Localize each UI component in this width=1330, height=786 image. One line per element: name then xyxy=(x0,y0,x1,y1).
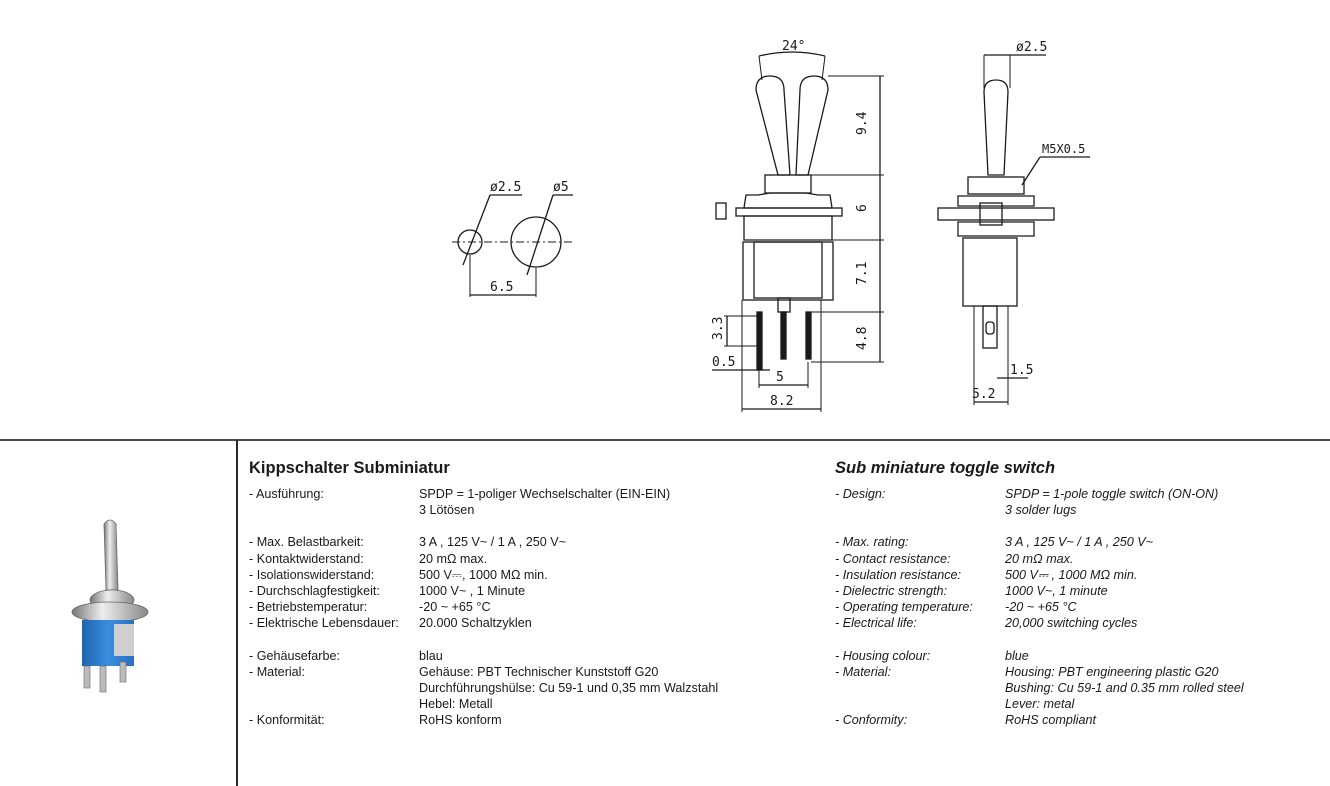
spec-value: SPDP = 1-pole toggle switch (ON-ON) 3 so… xyxy=(1005,487,1219,518)
section-divider-horizontal xyxy=(0,439,1330,441)
svg-text:ø2.5: ø2.5 xyxy=(490,180,521,195)
spec-group: - Gehäusefarbe:blau - Material: Gehäuse:… xyxy=(249,648,718,729)
spec-row-operating-temperature: - Operating temperature:-20 ~ +65 °C xyxy=(835,600,1077,615)
spec-group: - Design: SPDP = 1-pole toggle switch (O… xyxy=(835,486,1244,518)
spec-row-housing-colour: - Gehäusefarbe:blau xyxy=(249,648,443,663)
hole-pattern-diagram: ø2.5 ø5 6.5 xyxy=(452,180,573,297)
spec-row-conformity: - Konformität:RoHS konform xyxy=(249,713,502,728)
svg-text:ø2.5: ø2.5 xyxy=(1016,40,1047,55)
spec-column-english: Sub miniature toggle switch - Design: SP… xyxy=(835,458,1244,729)
product-title-english: Sub miniature toggle switch xyxy=(835,459,1056,477)
spec-row-contact-resistance: - Contact resistance:20 mΩ max. xyxy=(835,551,1074,566)
technical-drawing: ø2.5 ø5 6.5 24° xyxy=(452,39,1090,412)
svg-text:5: 5 xyxy=(776,370,784,385)
svg-text:1.5: 1.5 xyxy=(1010,363,1033,378)
front-view-diagram: 24° 9.4 6 7.1 xyxy=(711,39,884,412)
svg-text:M5X0.5: M5X0.5 xyxy=(1042,142,1085,156)
svg-text:0.5: 0.5 xyxy=(712,355,735,370)
product-title-german: Kippschalter Subminiatur xyxy=(249,459,450,477)
svg-text:4.8: 4.8 xyxy=(855,327,870,350)
spec-row-dielectric-strength: - Dielectric strength:1000 V~, 1 minute xyxy=(835,584,1108,599)
spec-row-electrical-life: - Elektrische Lebensdauer:20.000 Schaltz… xyxy=(249,616,532,631)
spec-row-material: - Material: Housing: PBT engineering pla… xyxy=(835,664,1244,712)
product-photo xyxy=(62,512,152,708)
svg-text:ø5: ø5 xyxy=(553,180,569,195)
svg-text:3.3: 3.3 xyxy=(711,317,726,340)
svg-text:24°: 24° xyxy=(782,39,805,54)
svg-text:5.2: 5.2 xyxy=(972,387,995,402)
spec-group: - Ausführung: SPDP = 1-poliger Wechselsc… xyxy=(249,486,718,518)
spec-row-contact-resistance: - Kontaktwiderstand:20 mΩ max. xyxy=(249,551,488,566)
svg-text:7.1: 7.1 xyxy=(855,262,870,285)
svg-text:6: 6 xyxy=(855,204,870,212)
spec-row-conformity: - Conformity:RoHS compliant xyxy=(835,713,1096,728)
side-view-diagram: ø2.5 M5X0.5 5.2 1.5 xyxy=(937,40,1090,405)
spec-label: - Design: xyxy=(835,487,886,501)
spec-row-operating-temperature: - Betriebstemperatur:-20 ~ +65 °C xyxy=(249,600,491,615)
spec-value: SPDP = 1-poliger Wechselschalter (EIN-EI… xyxy=(419,487,671,518)
spec-row-max-rating: - Max. rating:3 A , 125 V~ / 1 A , 250 V… xyxy=(835,535,1153,550)
svg-text:9.4: 9.4 xyxy=(855,111,870,135)
spec-group: - Max. rating:3 A , 125 V~ / 1 A , 250 V… xyxy=(835,534,1244,631)
spec-row-housing-colour: - Housing colour:blue xyxy=(835,648,1029,663)
spec-row-insulation-resistance: - Isolationswiderstand:500 V⎓, 1000 MΩ m… xyxy=(249,567,548,582)
spec-group: - Max. Belastbarkeit:3 A , 125 V~ / 1 A … xyxy=(249,534,718,631)
spec-row-insulation-resistance: - Insulation resistance:500 V⎓ , 1000 MΩ… xyxy=(835,567,1138,582)
spec-row-electrical-life: - Electrical life:20,000 switching cycle… xyxy=(835,616,1138,631)
svg-text:6.5: 6.5 xyxy=(490,280,513,295)
spec-row-max-rating: - Max. Belastbarkeit:3 A , 125 V~ / 1 A … xyxy=(249,535,567,550)
svg-text:8.2: 8.2 xyxy=(770,394,793,409)
spec-row-dielectric-strength: - Durchschlagfestigkeit:1000 V~ , 1 Minu… xyxy=(249,584,526,599)
spec-group: - Housing colour:blue - Material: Housin… xyxy=(835,648,1244,729)
section-divider-vertical xyxy=(236,440,238,786)
spec-column-german: Kippschalter Subminiatur - Ausführung: S… xyxy=(249,458,718,729)
spec-label: - Ausführung: xyxy=(249,487,324,501)
spec-row-material: - Material: Gehäuse: PBT Technischer Kun… xyxy=(249,664,719,712)
spec-row-design: - Design: SPDP = 1-pole toggle switch (O… xyxy=(835,486,1244,518)
spec-row-design: - Ausführung: SPDP = 1-poliger Wechselsc… xyxy=(249,486,718,518)
